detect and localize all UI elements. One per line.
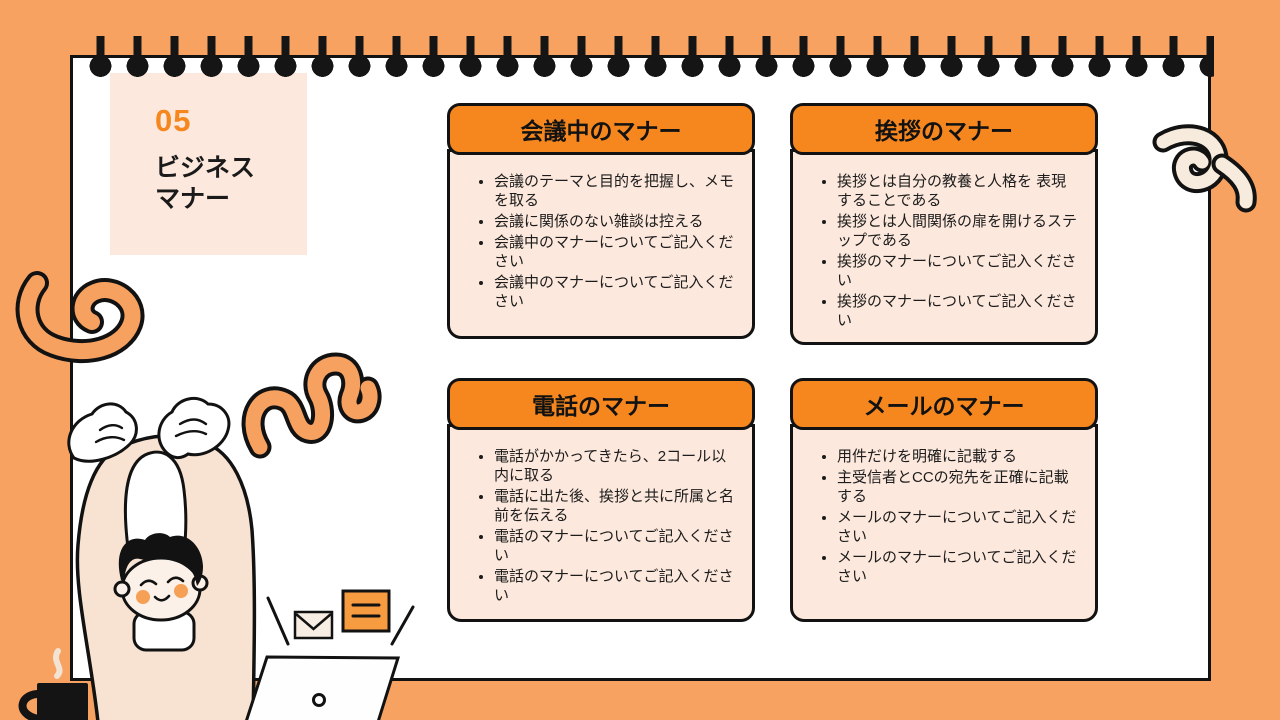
card-meeting-title: 会議中のマナー (520, 118, 682, 144)
bullet-item: メールのマナーについてご記入ください (837, 548, 1081, 586)
card-meeting-bullet-list: 会議のテーマと目的を把握し、メモを取る会議に関係のない雑談は控える会議中のマナー… (470, 172, 738, 311)
card-email-bullet-list: 用件だけを明確に記載する主受信者とCCの宛先を正確に記載するメールのマナーについ… (813, 447, 1081, 586)
card-email-body: 用件だけを明確に記載する主受信者とCCの宛先を正確に記載するメールのマナーについ… (790, 424, 1098, 622)
card-phone-header: 電話のマナー (447, 378, 755, 430)
card-meeting-manners: 会議中のマナー 会議のテーマと目的を把握し、メモを取る会議に関係のない雑談は控え… (447, 103, 755, 339)
bullet-item: 主受信者とCCの宛先を正確に記載する (837, 468, 1081, 506)
card-meeting-body: 会議のテーマと目的を把握し、メモを取る会議に関係のない雑談は控える会議中のマナー… (447, 149, 755, 339)
card-phone-title: 電話のマナー (532, 393, 670, 419)
bullet-item: 用件だけを明確に記載する (837, 447, 1081, 466)
mug-handle (18, 689, 43, 720)
bullet-item: 電話のマナーについてご記入ください (494, 527, 738, 565)
card-email-manners: メールのマナー 用件だけを明確に記載する主受信者とCCの宛先を正確に記載するメー… (790, 378, 1098, 622)
steam-icon (53, 648, 63, 679)
slide-title-line1: ビジネス (155, 154, 256, 182)
card-greeting-header: 挨拶のマナー (790, 103, 1098, 155)
bullet-item: 電話がかかってきたら、2コール以内に取る (494, 447, 738, 485)
bullet-item: 挨拶とは人間関係の扉を開けるステップである (837, 212, 1081, 250)
card-greeting-body: 挨拶とは自分の教養と人格を 表現することである挨拶とは人間関係の扉を開けるステッ… (790, 149, 1098, 345)
bullet-item: 会議中のマナーについてご記入ください (494, 273, 738, 311)
card-email-title: メールのマナー (863, 393, 1025, 419)
bullet-item: 挨拶のマナーについてご記入ください (837, 252, 1081, 290)
bullet-item: 挨拶のマナーについてご記入ください (837, 292, 1081, 330)
slide-title: ビジネス マナー (155, 153, 307, 215)
card-greeting-bullet-list: 挨拶とは自分の教養と人格を 表現することである挨拶とは人間関係の扉を開けるステッ… (813, 172, 1081, 330)
page-number: 05 (155, 103, 192, 138)
slide-title-line2: マナー (155, 185, 231, 213)
bullet-item: 電話に出た後、挨拶と共に所属と名前を伝える (494, 487, 738, 525)
bullet-item: 会議に関係のない雑談は控える (494, 212, 738, 231)
card-greeting-title: 挨拶のマナー (875, 118, 1013, 144)
bullet-item: 電話のマナーについてご記入ください (494, 567, 738, 605)
bullet-item: メールのマナーについてご記入ください (837, 508, 1081, 546)
laptop-logo-dot (312, 693, 326, 707)
card-phone-body: 電話がかかってきたら、2コール以内に取る電話に出た後、挨拶と共に所属と名前を伝え… (447, 424, 755, 622)
title-box: 05 ビジネス マナー (110, 73, 307, 255)
card-phone-manners: 電話のマナー 電話がかかってきたら、2コール以内に取る電話に出た後、挨拶と共に所… (447, 378, 755, 622)
bullet-item: 挨拶とは自分の教養と人格を 表現することである (837, 172, 1081, 210)
card-greeting-manners: 挨拶のマナー 挨拶とは自分の教養と人格を 表現することである挨拶とは人間関係の扉… (790, 103, 1098, 345)
card-email-header: メールのマナー (790, 378, 1098, 430)
card-phone-bullet-list: 電話がかかってきたら、2コール以内に取る電話に出た後、挨拶と共に所属と名前を伝え… (470, 447, 738, 605)
mug-body (37, 683, 88, 720)
bullet-item: 会議中のマナーについてご記入ください (494, 233, 738, 271)
bullet-item: 会議のテーマと目的を把握し、メモを取る (494, 172, 738, 210)
binder-pins-dots (82, 55, 1214, 77)
card-meeting-header: 会議中のマナー (447, 103, 755, 155)
